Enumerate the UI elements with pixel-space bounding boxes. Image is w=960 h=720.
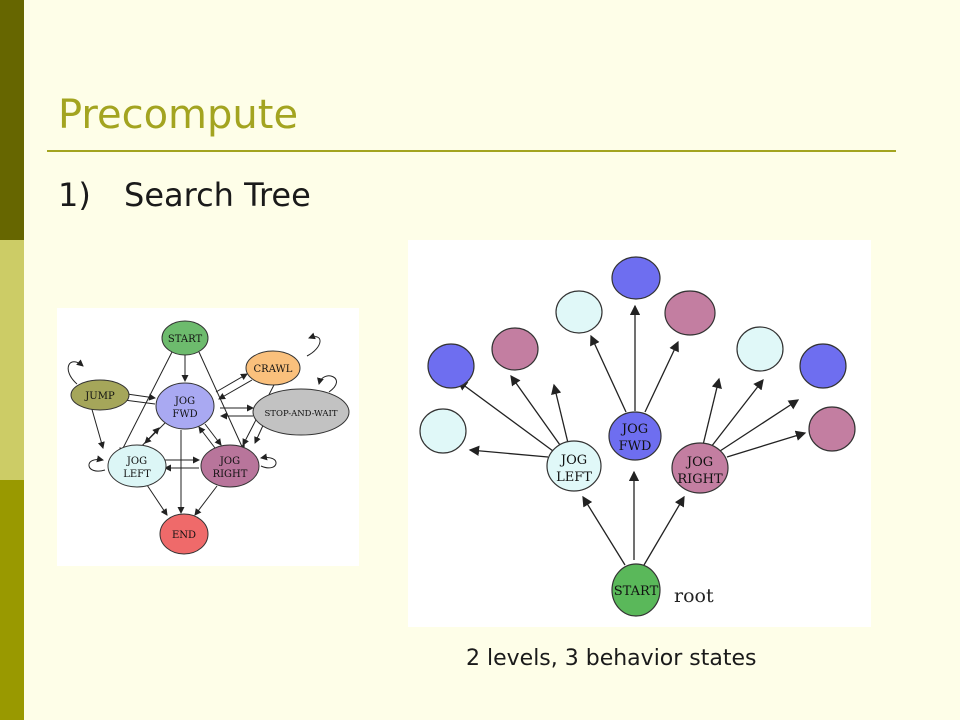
tree-leaf-fwd-top xyxy=(611,256,661,300)
sidebar-band-mid xyxy=(0,480,24,720)
state-node-crawl: CRAWL xyxy=(245,350,301,386)
tree-leaf-left-left xyxy=(419,408,467,454)
tree-node-root-start: START xyxy=(611,563,661,617)
tree-node-jog-fwd: JOG FWD xyxy=(608,411,662,461)
tree-leaf-right-left xyxy=(491,327,539,371)
tree-leaf-left-top xyxy=(555,290,603,334)
search-tree-caption: 2 levels, 3 behavior states xyxy=(466,646,757,671)
bullet-number: 1) xyxy=(58,176,91,214)
state-node-stop-and-wait: STOP-AND-WAIT xyxy=(252,388,350,436)
tree-leaf-fwd-right xyxy=(799,343,847,389)
tree-leaf-right-right xyxy=(808,406,856,452)
sidebar-band-dark xyxy=(0,0,24,240)
bullet-text: Search Tree xyxy=(124,176,311,214)
state-label-jog-right-1: JOG xyxy=(219,456,240,467)
title-divider xyxy=(47,150,896,152)
state-label-jog-left-2: LEFT xyxy=(123,469,151,480)
tree-label-jog-left-2: LEFT xyxy=(556,470,592,485)
tree-leaf-fwd-left xyxy=(427,343,475,389)
tree-label-jog-right-1: JOG xyxy=(685,455,713,470)
slide-sidebar xyxy=(0,0,24,720)
search-tree-panel: JOG LEFT JOG FWD JOG RIGHT START root xyxy=(408,240,871,627)
tree-leaf-nodes xyxy=(419,256,856,454)
slide-title: Precompute xyxy=(58,92,299,138)
state-label-jump: JUMP xyxy=(84,391,115,402)
state-node-jog-fwd: JOG FWD xyxy=(155,382,215,430)
tree-leaf-right-top xyxy=(664,290,716,336)
bullet-item: 1) Search Tree xyxy=(58,176,311,214)
state-label-jog-right-2: RIGHT xyxy=(213,469,248,480)
state-graph-diagram: START JUMP CRAWL JOG FWD STOP-AND-WAIT J… xyxy=(67,320,350,555)
search-tree-diagram: JOG LEFT JOG FWD JOG RIGHT START root xyxy=(419,256,856,617)
state-label-end: END xyxy=(172,530,196,541)
state-node-jog-right: JOG RIGHT xyxy=(200,444,260,488)
tree-root-annotation: root xyxy=(674,585,714,607)
search-tree-edges xyxy=(456,304,807,566)
tree-label-start: START xyxy=(614,584,659,599)
tree-node-jog-left: JOG LEFT xyxy=(546,440,602,492)
state-node-jog-left: JOG LEFT xyxy=(107,444,167,488)
sidebar-band-light xyxy=(0,240,24,480)
state-label-start: START xyxy=(168,334,203,345)
state-node-end: END xyxy=(159,513,209,555)
state-label-jog-fwd-1: JOG xyxy=(174,396,195,407)
state-label-jog-fwd-2: FWD xyxy=(172,409,197,420)
tree-label-jog-fwd-1: JOG xyxy=(620,422,648,437)
state-graph-panel: START JUMP CRAWL JOG FWD STOP-AND-WAIT J… xyxy=(57,308,359,566)
tree-leaf-left-right xyxy=(736,326,784,372)
tree-label-jog-left-1: JOG xyxy=(559,453,587,468)
state-label-stop-and-wait: STOP-AND-WAIT xyxy=(264,409,337,419)
state-node-jump: JUMP xyxy=(70,379,130,411)
state-node-start: START xyxy=(161,320,209,356)
tree-label-jog-fwd-2: FWD xyxy=(619,439,652,454)
tree-node-jog-right: JOG RIGHT xyxy=(671,442,729,494)
state-label-crawl: CRAWL xyxy=(254,364,293,375)
tree-label-jog-right-2: RIGHT xyxy=(677,472,723,487)
state-label-jog-left-1: JOG xyxy=(126,456,147,467)
